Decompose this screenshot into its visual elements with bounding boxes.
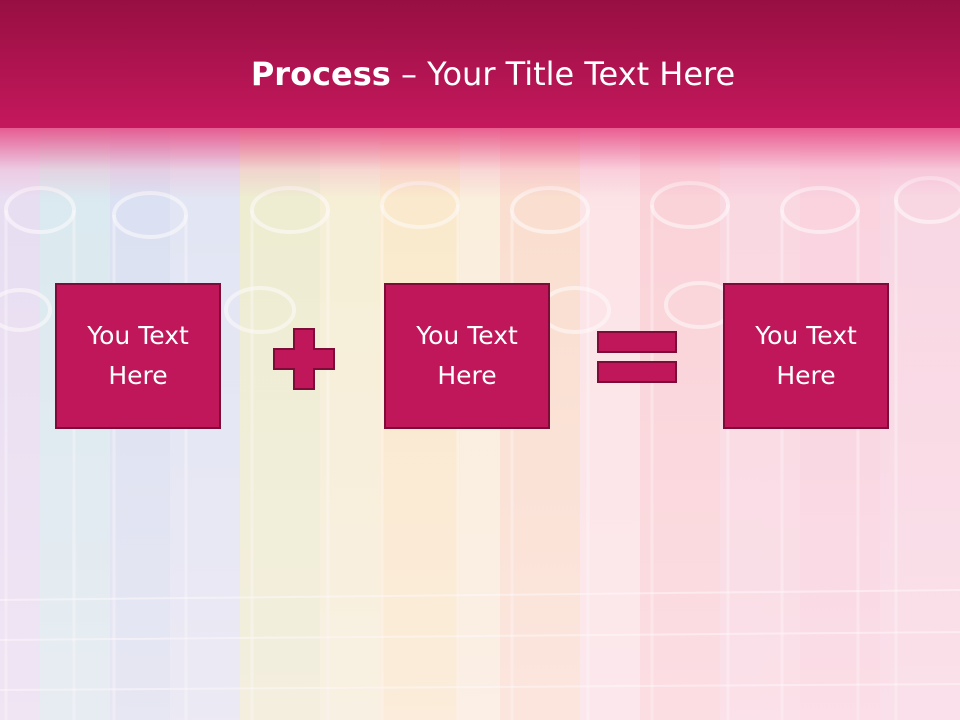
- plus-icon: [273, 328, 335, 390]
- text-box-1[interactable]: You Text Here: [55, 283, 221, 429]
- title-separator: –: [390, 55, 428, 93]
- text-box-2[interactable]: You Text Here: [384, 283, 550, 429]
- title-bold-text: Process: [250, 55, 391, 93]
- title-text: Your Title Text Here: [427, 55, 736, 93]
- title-bar: [0, 0, 960, 128]
- slide-title: Process – Your Title Text Here: [0, 54, 960, 94]
- text-box-3[interactable]: You Text Here: [723, 283, 889, 429]
- text-box-2-label: You Text Here: [416, 321, 518, 390]
- equals-icon: [597, 331, 677, 383]
- title-bar-fade: [0, 128, 960, 198]
- text-box-3-label: You Text Here: [755, 321, 857, 390]
- text-box-1-label: You Text Here: [87, 321, 189, 390]
